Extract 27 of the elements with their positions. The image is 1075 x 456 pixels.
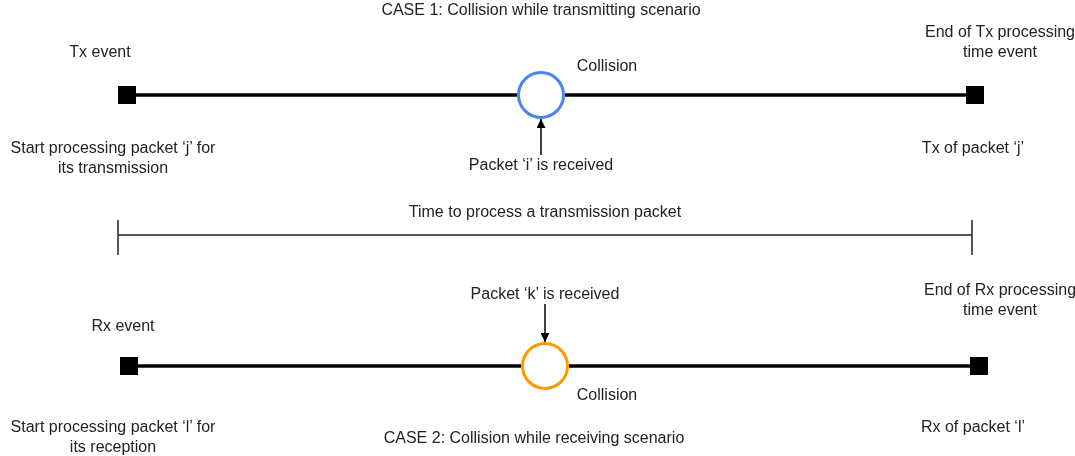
event-caption: Tx of packet ‘j’ [920, 138, 1026, 158]
collision-label: Collision [575, 385, 639, 405]
arrow [540, 303, 550, 343]
scenario-title: CASE 1: Collision while transmitting scenario [381, 0, 701, 20]
timeline-line [565, 93, 966, 97]
event-caption: Rx of packet ‘l’ [919, 417, 1026, 437]
event-caption: End of Rx processing time event [922, 280, 1075, 320]
collision-circle [521, 342, 569, 390]
collision-circle [517, 71, 565, 119]
arrow [536, 118, 546, 156]
event-caption: Start processing packet ‘l’ for its reception [9, 417, 217, 456]
event-caption: Tx event [68, 42, 132, 62]
event-caption: Start processing packet ‘j’ for its transmission [9, 138, 217, 178]
event-marker [118, 86, 136, 104]
event-label: Packet ‘k’ is received [470, 284, 620, 304]
dimension-label: Time to process a transmission packet [408, 202, 682, 222]
timeline-line [138, 364, 521, 368]
event-label: Packet ‘i’ is received [468, 155, 614, 175]
timeline-line [569, 364, 970, 368]
collision-label: Collision [575, 56, 639, 76]
event-marker [120, 357, 138, 375]
scenario-title: CASE 2: Collision while receiving scenario [383, 428, 685, 448]
event-marker [970, 357, 988, 375]
event-caption: End of Tx processing time event [924, 22, 1075, 62]
timeline-line [136, 93, 517, 97]
event-marker [966, 86, 984, 104]
event-caption: Rx event [90, 316, 156, 336]
